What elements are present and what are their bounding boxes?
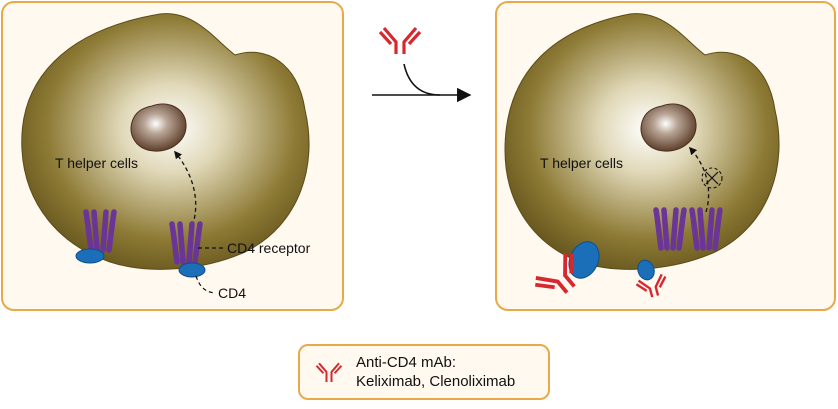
legend-text: Anti-CD4 mAb: Keliximab, Clenoliximab: [356, 353, 515, 391]
legend-line-2: Keliximab, Clenoliximab: [356, 373, 516, 390]
legend-line-1: Anti-CD4 mAb:: [356, 354, 457, 371]
antibody-icon-top: [378, 26, 422, 56]
cd4-molecule-complex-small: [637, 259, 655, 281]
blocked-signal-mark: [701, 167, 723, 189]
antibody-legend-icon: [315, 362, 343, 382]
t-helper-cell-right: [504, 13, 780, 270]
cd4-leader-line: [195, 275, 216, 294]
antibody-entry-curve: [403, 63, 441, 96]
antibody-cd4-complex-large: [530, 241, 600, 307]
legend-box: Anti-CD4 mAb: Keliximab, Clenoliximab: [298, 344, 550, 400]
left-panel: T helper cells CD4 receptor CD4: [1, 1, 344, 311]
receptor-label: CD4 receptor: [227, 240, 311, 256]
left-cell-label: T helper cells: [55, 155, 138, 171]
antibody-cd4-complex-small: [634, 259, 671, 302]
nucleus: [130, 103, 187, 152]
cd4-molecule-bound: [178, 262, 206, 278]
cd4-molecule-left: [75, 248, 105, 264]
nucleus-right: [640, 103, 697, 152]
right-panel: T helper cells: [495, 1, 836, 311]
cd4-label: CD4: [218, 285, 246, 301]
transition: [372, 26, 472, 103]
right-cell-label: T helper cells: [540, 155, 623, 171]
